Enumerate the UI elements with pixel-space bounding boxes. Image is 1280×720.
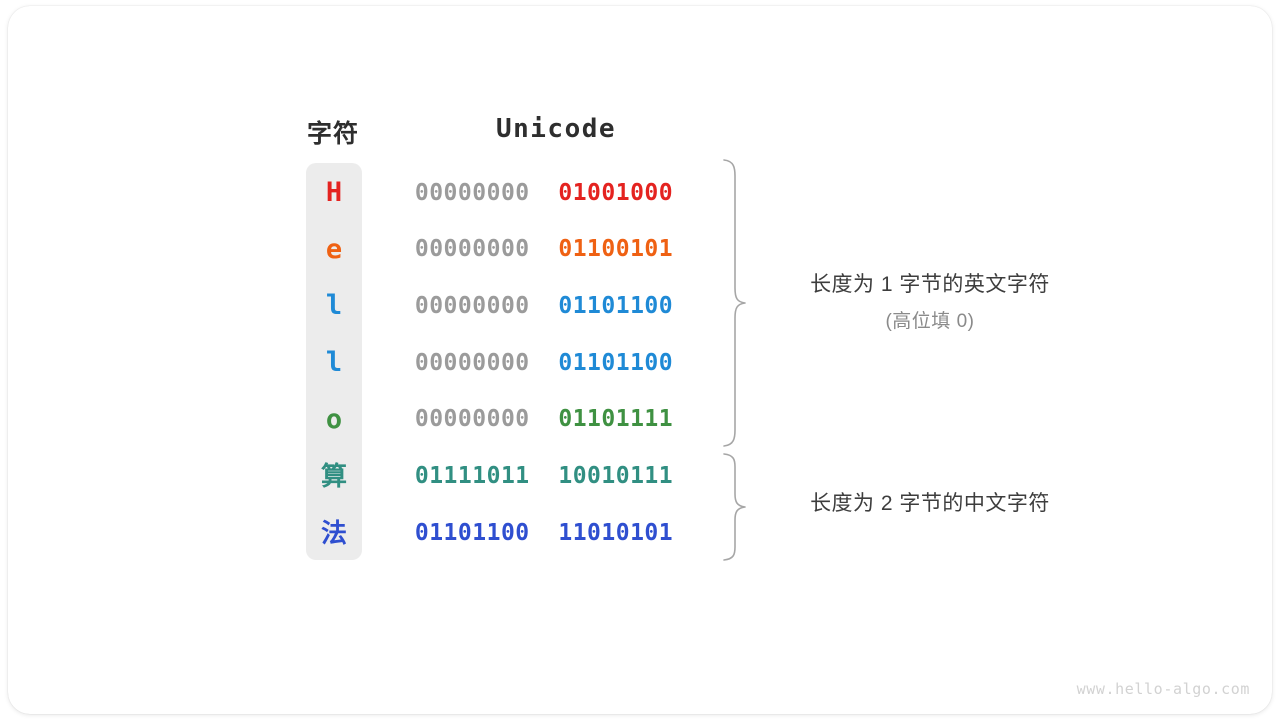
brace-chinese-group bbox=[723, 453, 746, 561]
row-character: H bbox=[325, 177, 343, 208]
table-row: 法 01101100 11010101 bbox=[306, 504, 726, 561]
column-header-character: 字符 bbox=[306, 120, 359, 148]
table-row: o 00000000 01101111 bbox=[306, 391, 726, 448]
row-low-byte: 01101100 bbox=[558, 349, 674, 376]
row-character: e bbox=[325, 233, 343, 265]
row-character: l bbox=[325, 290, 343, 322]
row-unicode-bits: 01101100 11010101 bbox=[362, 520, 726, 546]
row-character: l bbox=[325, 347, 343, 379]
row-unicode-bits: 00000000 01100101 bbox=[362, 236, 726, 262]
row-unicode-bits: 01111011 10010111 bbox=[362, 463, 726, 489]
row-low-byte: 01001000 bbox=[558, 179, 674, 206]
annotation-english: 长度为 1 字节的英文字符 (高位填 0) bbox=[770, 268, 1090, 333]
annotation-english-main: 长度为 1 字节的英文字符 bbox=[810, 273, 1050, 296]
row-low-byte: 01101111 bbox=[558, 406, 674, 433]
column-header-unicode: Unicode bbox=[495, 114, 617, 144]
row-high-byte: 00000000 bbox=[414, 406, 530, 433]
annotation-chinese: 长度为 2 字节的中文字符 bbox=[770, 487, 1090, 517]
annotation-english-sub: (高位填 0) bbox=[885, 311, 975, 332]
watermark-url: www.hello-algo.com bbox=[1076, 680, 1250, 698]
diagram-card bbox=[8, 6, 1272, 714]
row-high-byte: 01101100 bbox=[414, 519, 530, 546]
row-low-byte: 01100101 bbox=[558, 236, 674, 263]
row-low-byte: 10010111 bbox=[558, 463, 674, 489]
row-character: o bbox=[325, 403, 343, 435]
row-high-byte: 01111011 bbox=[414, 463, 530, 489]
row-character: 法 bbox=[320, 517, 347, 548]
annotation-chinese-main: 长度为 2 字节的中文字符 bbox=[810, 492, 1050, 515]
row-low-byte: 11010101 bbox=[558, 519, 674, 546]
row-high-byte: 00000000 bbox=[414, 179, 530, 206]
table-row: H 00000000 01001000 bbox=[306, 164, 726, 221]
row-high-byte: 00000000 bbox=[414, 236, 530, 263]
table-row: l 00000000 01101100 bbox=[306, 334, 726, 391]
row-unicode-bits: 00000000 01101100 bbox=[362, 350, 726, 376]
character-column-strip bbox=[306, 163, 362, 560]
row-high-byte: 00000000 bbox=[414, 349, 530, 376]
row-unicode-bits: 00000000 01001000 bbox=[362, 180, 726, 206]
row-low-byte: 01101100 bbox=[558, 292, 674, 319]
row-unicode-bits: 00000000 01101111 bbox=[362, 406, 726, 432]
table-row: 算 01111011 10010111 bbox=[306, 448, 726, 505]
brace-english-group bbox=[723, 159, 746, 447]
row-unicode-bits: 00000000 01101100 bbox=[362, 293, 726, 319]
table-row: l 00000000 01101100 bbox=[306, 277, 726, 334]
row-high-byte: 00000000 bbox=[414, 292, 530, 319]
table-row: e 00000000 01100101 bbox=[306, 221, 726, 278]
row-character: 算 bbox=[320, 461, 347, 491]
